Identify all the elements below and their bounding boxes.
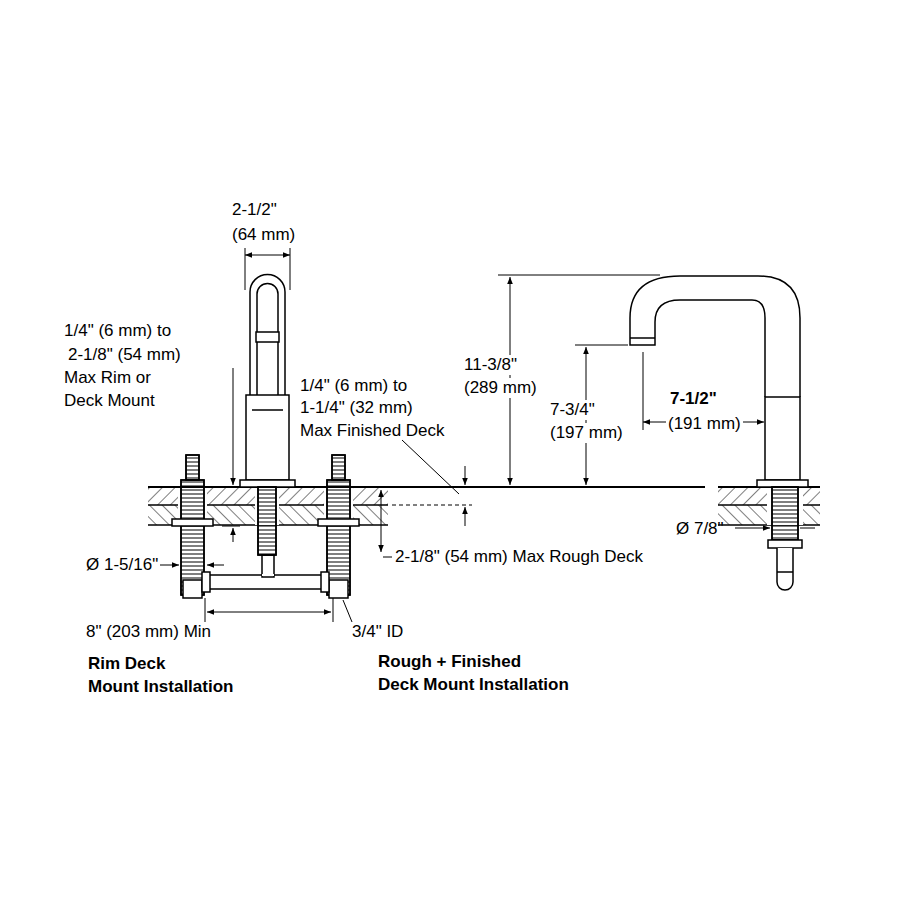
caption-label: Rim Deck <box>88 654 165 674</box>
caption-label: Mount Installation <box>88 677 233 697</box>
dimension-label: 2-1/2" <box>232 200 277 220</box>
dimension-label: 8" (203 mm) Min <box>86 622 211 642</box>
caption-label: Rough + Finished <box>378 652 521 672</box>
dimension-label: 2-1/8" (54 mm) Max Rough Deck <box>395 547 643 567</box>
dimension-label: 7-3/4" <box>548 400 597 420</box>
dimension-label: Max Finished Deck <box>300 421 445 441</box>
dimension-label: Ø 7/8" <box>676 519 724 539</box>
dimension-label: Ø 1-5/16" <box>86 555 158 575</box>
dimension-label: (191 mm) <box>666 414 743 434</box>
dimension-label: (197 mm) <box>548 423 625 443</box>
dimension-label: 7-1/2" <box>668 389 719 409</box>
dimension-label: Max Rim or <box>64 368 151 388</box>
dimension-label: 1/4" (6 mm) to <box>64 321 171 341</box>
dimension-label: (64 mm) <box>232 225 295 245</box>
dimension-label: (289 mm) <box>462 378 539 398</box>
dimension-label: Deck Mount <box>64 391 155 411</box>
dimension-label: 1-1/4" (32 mm) <box>300 398 413 418</box>
dimension-label: 2-1/8" (54 mm) <box>68 345 181 365</box>
dimension-label: 1/4" (6 mm) to <box>300 376 407 396</box>
dimension-label: 3/4" ID <box>352 622 403 642</box>
caption-label: Deck Mount Installation <box>378 675 569 695</box>
dimension-label: 11-3/8" <box>462 355 519 375</box>
